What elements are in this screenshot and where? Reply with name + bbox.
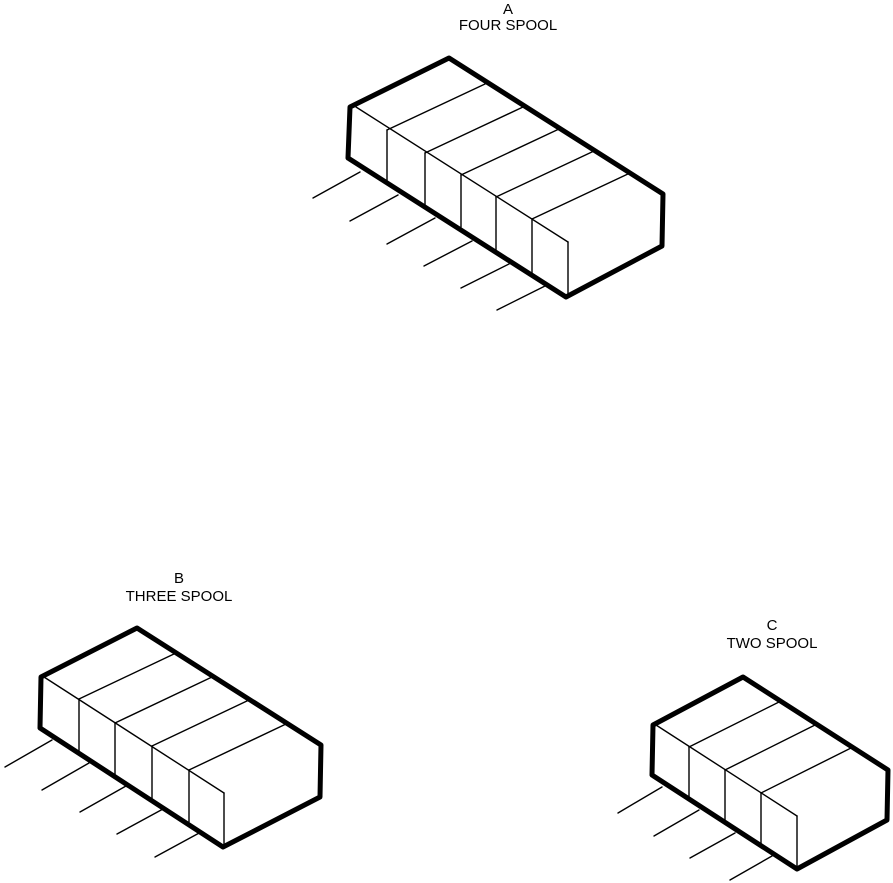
figure-b-caption: THREE SPOOL (126, 588, 233, 605)
figure-c-valve-block (617, 674, 891, 881)
figure-a-caption: FOUR SPOOL (459, 17, 557, 34)
figure-c-letter: C (767, 617, 778, 634)
figure-b: B THREE SPOOL (4, 570, 324, 858)
figure-b-valve-block (4, 625, 324, 858)
figure-c: C TWO SPOOL (617, 617, 891, 881)
figure-a-letter: A (503, 1, 513, 18)
figure-c-caption: TWO SPOOL (727, 635, 818, 652)
figure-b-letter: B (174, 570, 184, 587)
figure-a: A FOUR SPOOL (312, 1, 666, 311)
figure-a-valve-block (312, 55, 666, 311)
